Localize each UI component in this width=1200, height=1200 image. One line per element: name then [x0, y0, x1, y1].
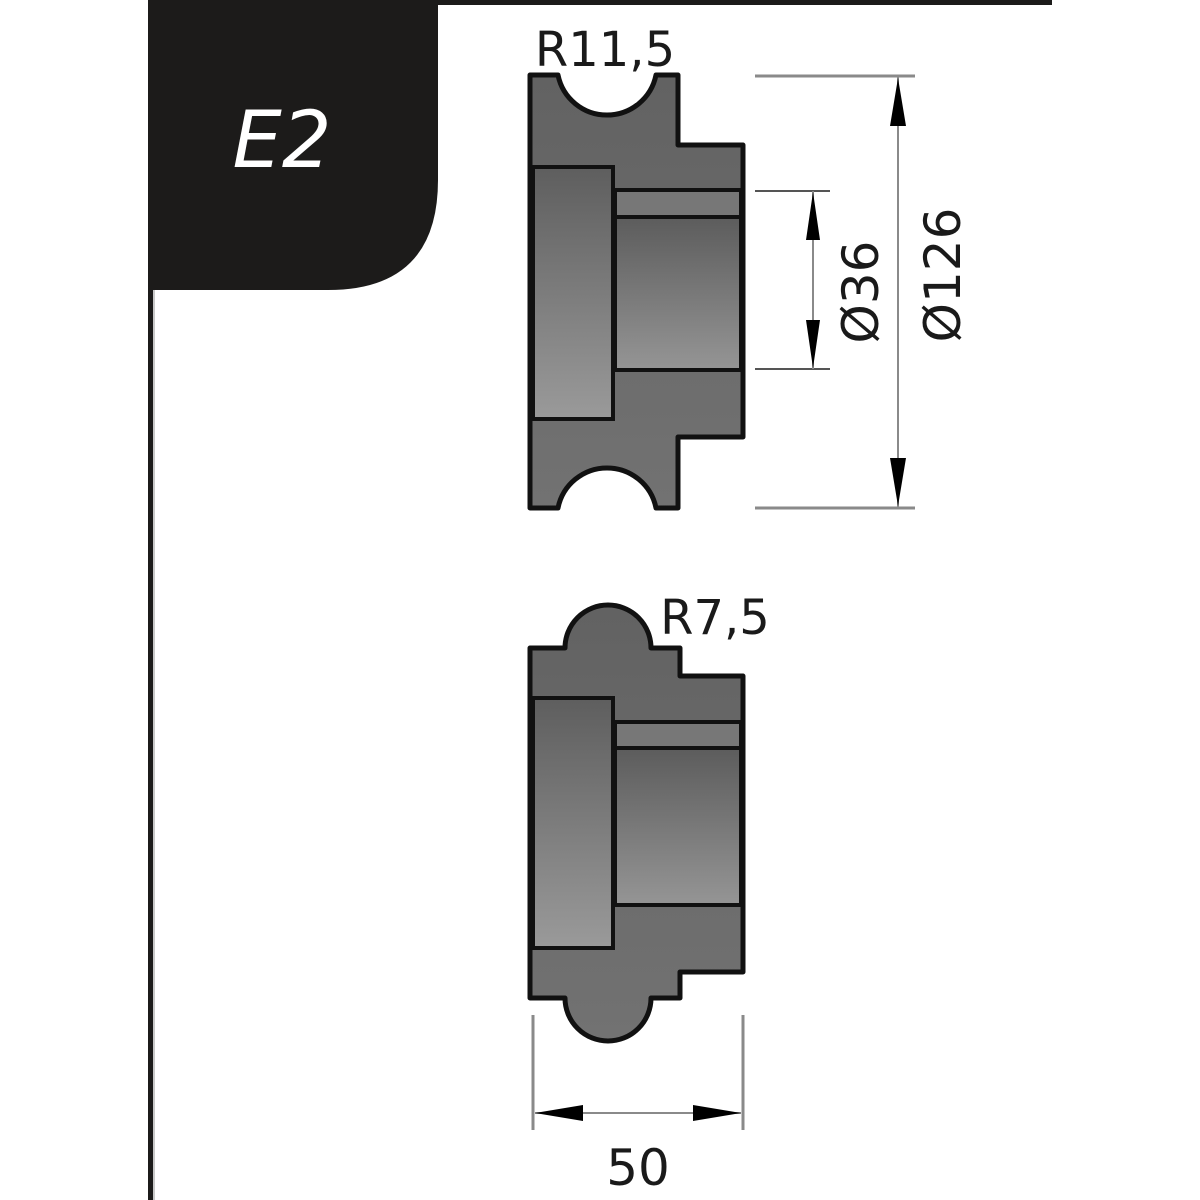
groove-radius-label: R11,5 [535, 22, 675, 78]
badge-background [148, 0, 438, 290]
outer-diameter-dimension: Ø126 [755, 74, 972, 510]
width-label: 50 [606, 1139, 670, 1197]
lower-roller: R7,5 50 [527, 590, 770, 1197]
upper-roller: R11,5 Ø36 Ø126 [527, 22, 972, 511]
upper-roller-bore [613, 215, 743, 372]
width-dimension: 50 [531, 1015, 745, 1197]
arrow-right-icon [693, 1105, 741, 1121]
frame-left-line [148, 0, 153, 1200]
lower-roller-bore [613, 746, 743, 907]
arrow-down-icon [806, 320, 820, 368]
lower-roller-hub [531, 696, 615, 950]
inner-diameter-label: Ø36 [832, 241, 890, 344]
inner-diameter-dimension: Ø36 [755, 190, 890, 370]
arrow-up-icon [890, 78, 906, 126]
frame [148, 0, 1052, 1200]
outer-diameter-label: Ø126 [914, 208, 972, 343]
lower-roller-keyway [613, 720, 743, 750]
badge-label: E2 [233, 96, 332, 186]
bead-radius-label: R7,5 [660, 590, 770, 646]
arrow-up-icon [806, 192, 820, 240]
arrow-down-icon [890, 458, 906, 506]
upper-roller-keyway [613, 188, 743, 219]
frame-top-line [148, 0, 1052, 5]
upper-roller-hub [531, 165, 615, 421]
section-badge: E2 [148, 0, 438, 290]
arrow-left-icon [535, 1105, 583, 1121]
